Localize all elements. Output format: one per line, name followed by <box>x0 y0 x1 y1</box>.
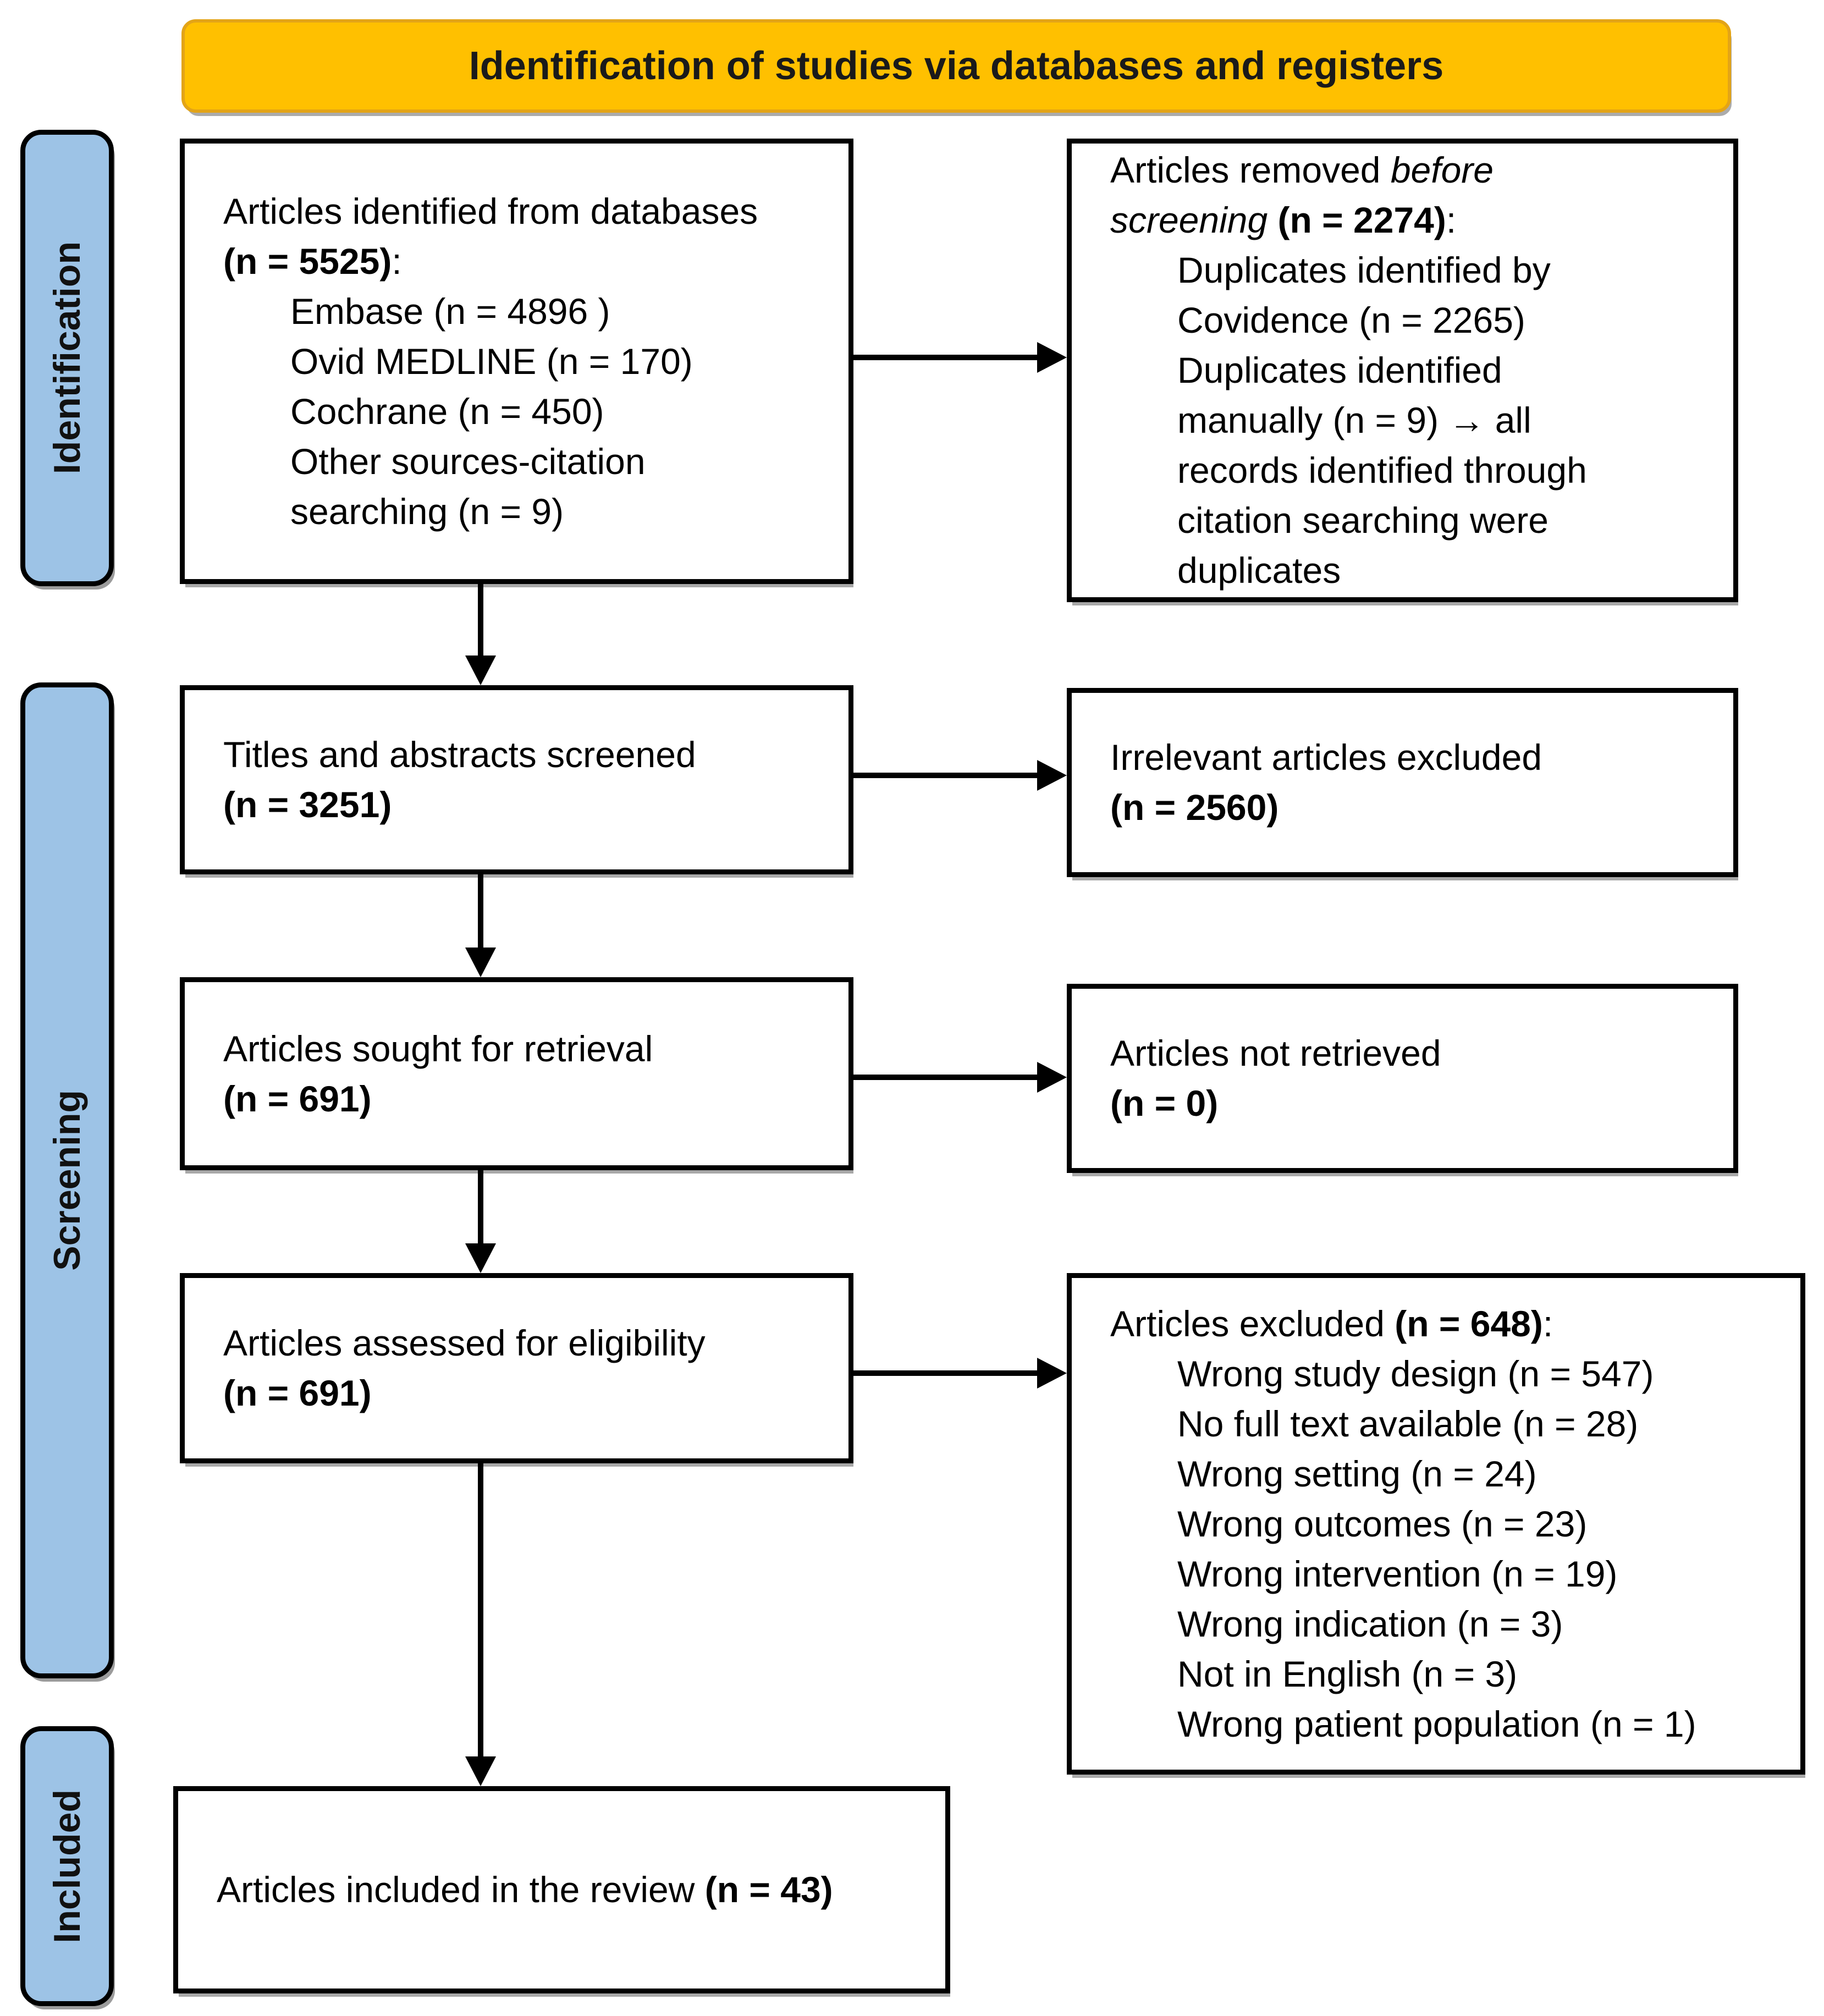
text-line: Covidence (n = 2265) <box>1177 300 1525 340</box>
text-line: Articles included in the review (n = 43) <box>217 1869 833 1910</box>
box-articles-included-review: Articles included in the review (n = 43) <box>173 1786 950 1993</box>
arrow-shaft <box>478 874 483 950</box>
arrow-sought-to-notretrieved-icon <box>853 1062 1067 1093</box>
text-line: manually (n = 9) → all <box>1177 400 1531 440</box>
text-line: (n = 0) <box>1110 1083 1219 1123</box>
phase-screening: Screening <box>20 682 114 1678</box>
arrow-assessed-to-included-icon <box>465 1463 496 1786</box>
text-line: Ovid MEDLINE (n = 170) <box>290 340 693 382</box>
text-line: Embase (n = 4896 ) <box>290 290 610 332</box>
arrow-screened-to-irrelevant-icon <box>853 760 1067 791</box>
text-line: (n = 691) <box>223 1373 372 1413</box>
box-irrelevant-articles-excluded: Irrelevant articles excluded (n = 2560) <box>1067 688 1738 877</box>
text-line: Duplicates identified <box>1177 350 1502 390</box>
text-line: screening (n = 2274): <box>1110 200 1457 240</box>
text-line: Other sources-citation <box>290 440 646 482</box>
arrow-identified-to-screened-icon <box>465 584 496 685</box>
text-line: (n = 691) <box>223 1078 372 1119</box>
text-line: searching (n = 9) <box>290 491 564 532</box>
text-line: Wrong outcomes (n = 23) <box>1177 1503 1588 1544</box>
arrow-shaft <box>478 584 483 658</box>
arrow-head <box>465 1756 496 1786</box>
phase-included-label: Included <box>46 1789 88 1943</box>
box-articles-not-retrieved: Articles not retrieved (n = 0) <box>1067 984 1738 1173</box>
box-titles-abstracts-screened: Titles and abstracts screened (n = 3251) <box>180 685 853 874</box>
arrow-head <box>1037 760 1067 791</box>
text-line: (n = 2560) <box>1110 787 1279 828</box>
box-articles-excluded: Articles excluded (n = 648): Wrong study … <box>1067 1273 1805 1775</box>
arrow-sought-to-assessed-icon <box>465 1170 496 1273</box>
text-line: Articles removed before <box>1110 150 1494 190</box>
text-line: records identified through <box>1177 450 1587 491</box>
arrow-head <box>465 948 496 977</box>
text-line: citation searching were <box>1177 500 1549 541</box>
text-line: Wrong study design (n = 547) <box>1177 1353 1654 1394</box>
arrow-head <box>1037 1358 1067 1389</box>
text-line: (n = 5525): <box>223 240 402 282</box>
text-line: Wrong patient population (n = 1) <box>1177 1703 1696 1744</box>
arrow-head <box>1037 342 1067 373</box>
title-banner: Identification of studies via databases … <box>181 19 1731 113</box>
text-line: No full text available (n = 28) <box>1177 1403 1639 1444</box>
text-line: (n = 3251) <box>223 784 392 825</box>
arrow-head <box>1037 1062 1067 1093</box>
text-line: Wrong indication (n = 3) <box>1177 1603 1563 1644</box>
box-articles-identified: Articles identified from databases (n = 5… <box>180 139 853 584</box>
text-line: Wrong setting (n = 24) <box>1177 1453 1537 1494</box>
title-banner-label: Identification of studies via databases … <box>469 44 1444 88</box>
box-articles-assessed-eligibility: Articles assessed for eligibility (n = 69… <box>180 1273 853 1463</box>
text-line: duplicates <box>1177 550 1341 591</box>
arrow-head <box>465 1243 496 1273</box>
phase-screening-label: Screening <box>46 1090 88 1271</box>
arrow-shaft <box>478 1170 483 1246</box>
arrow-shaft <box>853 773 1039 778</box>
arrow-shaft <box>853 355 1039 360</box>
text-line: Titles and abstracts screened <box>223 734 696 775</box>
box-articles-sought-retrieval: Articles sought for retrieval (n = 691) <box>180 977 853 1170</box>
arrow-screened-to-sought-icon <box>465 874 496 977</box>
arrow-shaft <box>853 1075 1039 1080</box>
phase-identification: Identification <box>20 130 114 586</box>
arrow-shaft <box>853 1370 1039 1376</box>
box-articles-removed-before-screening: Articles removed before screening (n = 22… <box>1067 139 1738 602</box>
text-line: Articles not retrieved <box>1110 1033 1441 1073</box>
text-line: Articles identified from databases <box>223 190 758 232</box>
text-line: Wrong intervention (n = 19) <box>1177 1553 1618 1594</box>
text-line: Irrelevant articles excluded <box>1110 737 1542 778</box>
arrow-shaft <box>478 1463 483 1759</box>
text-line: Articles assessed for eligibility <box>223 1323 706 1363</box>
text-line: Articles sought for retrieval <box>223 1028 653 1069</box>
arrow-assessed-to-excluded-icon <box>853 1358 1067 1389</box>
phase-identification-label: Identification <box>46 241 88 475</box>
text-line: Articles excluded (n = 648): <box>1110 1303 1553 1344</box>
arrow-identified-to-removed-icon <box>853 342 1067 373</box>
phase-included: Included <box>20 1726 114 2006</box>
text-line: Not in English (n = 3) <box>1177 1653 1518 1694</box>
arrow-head <box>465 656 496 685</box>
text-line: Duplicates identified by <box>1177 250 1551 290</box>
text-line: Cochrane (n = 450) <box>290 390 604 432</box>
